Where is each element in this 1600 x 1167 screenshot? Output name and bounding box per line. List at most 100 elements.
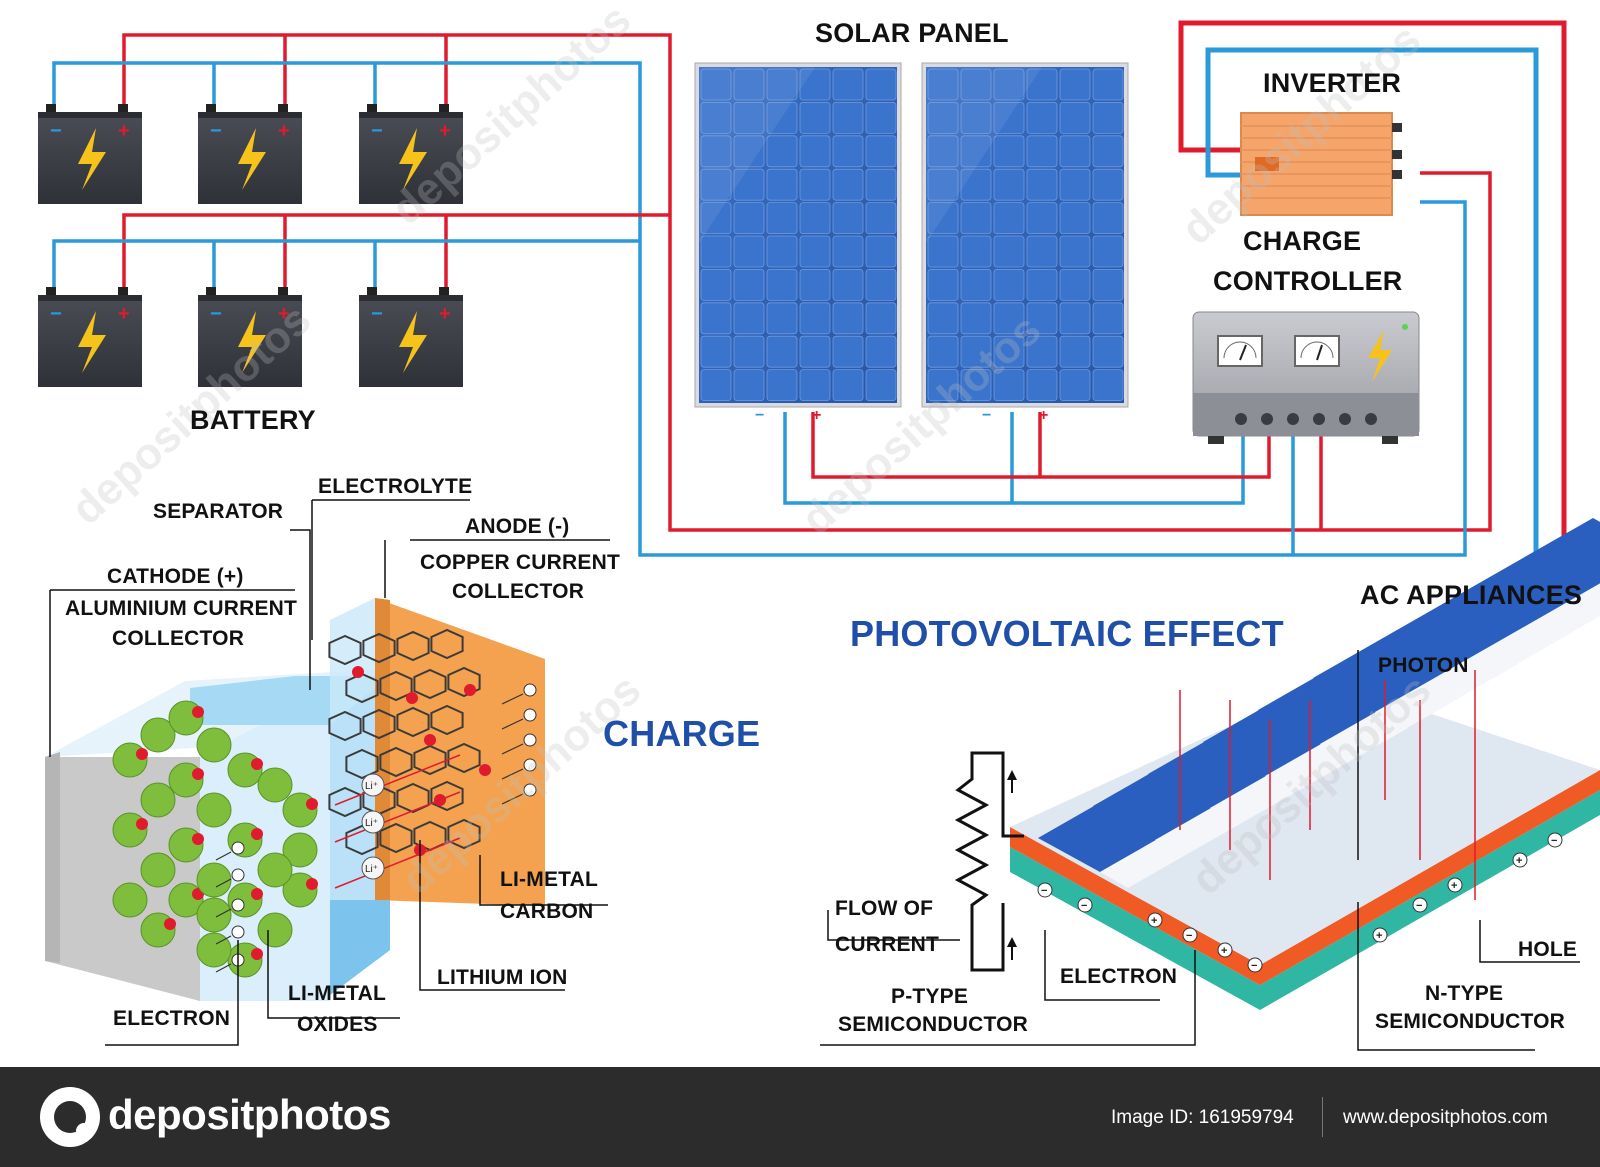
lithium-atom <box>251 888 263 900</box>
cathode-particle <box>196 897 232 933</box>
graphite-ring <box>396 782 430 814</box>
electron-icon <box>523 683 537 697</box>
graphite-ring <box>362 708 396 740</box>
pv-cell: −−+−+−+−++− <box>954 518 1600 1010</box>
wire-blue-top-batteries <box>52 61 1467 557</box>
wiring <box>52 20 1567 570</box>
label-battery: BATTERY <box>190 405 316 435</box>
graphite-ring <box>328 710 362 742</box>
wire-blue-bottom-batteries <box>52 239 640 287</box>
svg-text:−: − <box>982 407 991 424</box>
label-charge-controller-line2: CONTROLLER <box>1213 266 1403 296</box>
electron-arrow <box>215 851 232 861</box>
electron-arrow <box>501 718 524 730</box>
leader-lines <box>49 499 1580 1051</box>
graphite-ring <box>345 748 379 780</box>
electron-icon <box>231 925 245 939</box>
lithium-atom <box>424 734 436 746</box>
label-cathode: CATHODE (+) <box>107 565 244 588</box>
svg-text:+: + <box>1516 855 1522 867</box>
terminal-icon <box>1365 413 1377 425</box>
lithium-atom <box>352 666 364 678</box>
electron-icon <box>231 841 245 855</box>
label-ac-appliances: AC APPLIANCES <box>1360 580 1583 610</box>
terminal-icon <box>1339 413 1351 425</box>
label-copper-line1: COPPER CURRENT <box>420 551 620 574</box>
svg-text:+: + <box>439 303 451 325</box>
lithium-atom <box>479 764 491 776</box>
lithium-atom <box>192 768 204 780</box>
svg-text:Li⁺: Li⁺ <box>365 781 378 792</box>
electron-icon <box>1247 957 1263 973</box>
label-aluminium-line2: COLLECTOR <box>112 627 245 650</box>
svg-text:Li⁺: Li⁺ <box>365 864 378 875</box>
terminal-icon <box>1235 413 1247 425</box>
footer-image-id: Image ID: 161959794 <box>1111 1107 1294 1128</box>
cathode-particle <box>257 912 293 948</box>
svg-text:−: − <box>371 120 383 142</box>
lithium-atom <box>136 818 148 830</box>
svg-text:+: + <box>118 303 130 325</box>
graphite-ring <box>430 704 464 736</box>
graphite-ring <box>379 746 413 778</box>
inverter-unit <box>1240 112 1402 216</box>
label-n-type-line1: N-TYPE <box>1425 982 1504 1005</box>
solar-panel-icon: −+ <box>694 62 902 424</box>
cathode-particle <box>196 862 232 898</box>
footer-brand[interactable]: depositphotos <box>108 1091 391 1138</box>
svg-text:+: + <box>439 120 451 142</box>
hole-icon <box>1372 927 1388 943</box>
electron-arrow <box>215 935 232 945</box>
svg-text:+: + <box>1376 930 1382 942</box>
wire-inverter-blue-ac <box>1205 47 1539 570</box>
hole-icon <box>1147 912 1163 928</box>
electron-icon <box>523 783 537 797</box>
label-li-metal-carbon-line1: LI-METAL <box>500 868 599 891</box>
solar-panel-icon: −+ <box>921 62 1129 424</box>
graphite-ring <box>396 706 430 738</box>
electron-icon <box>231 898 245 912</box>
footer-url[interactable]: www.depositphotos.com <box>1343 1107 1548 1128</box>
lithium-atom <box>251 828 263 840</box>
svg-text:−: − <box>210 303 222 325</box>
label-photon: PHOTON <box>1378 654 1469 677</box>
svg-text:+: + <box>1451 880 1457 892</box>
ion-path <box>334 791 461 843</box>
graphite-ring <box>396 630 430 662</box>
electron-arrow <box>215 878 232 888</box>
battery-icon: −+ <box>198 287 302 387</box>
cathode-particle <box>196 932 232 968</box>
terminal-icon <box>1287 413 1299 425</box>
li-ion-cell: Li⁺ Li⁺ Li⁺ <box>45 598 545 1001</box>
svg-text:−: − <box>1041 885 1047 897</box>
battery-bank: −+−+−+−+−+−+ <box>38 104 463 387</box>
label-inverter: INVERTER <box>1263 68 1402 98</box>
hole-icon <box>1512 852 1528 868</box>
electron-arrow <box>501 743 524 755</box>
cathode-particle <box>257 767 293 803</box>
graphite-ring <box>447 818 481 850</box>
ion-path <box>334 754 461 806</box>
lithium-atom <box>136 748 148 760</box>
electron-icon <box>1037 882 1053 898</box>
electron-icon <box>1077 897 1093 913</box>
lithium-ion-icon <box>361 856 385 880</box>
electron-icon <box>1412 897 1428 913</box>
svg-text:−: − <box>1416 900 1422 912</box>
svg-text:Li⁺: Li⁺ <box>365 818 378 829</box>
svg-text:−: − <box>50 303 62 325</box>
battery-icon: −+ <box>38 287 142 387</box>
wire-red-bottom-batteries <box>122 213 670 287</box>
label-charge: CHARGE <box>603 713 761 754</box>
graphite-ring <box>379 822 413 854</box>
electron-arrow <box>501 793 524 805</box>
lithium-atom <box>251 948 263 960</box>
electron-icon <box>1547 832 1563 848</box>
label-li-metal-carbon-line2: CARBON <box>500 900 594 923</box>
svg-text:+: + <box>278 303 290 325</box>
cathode-particle <box>140 717 176 753</box>
graphite-ring <box>379 670 413 702</box>
graphite-ring <box>413 668 447 700</box>
camera-logo-icon <box>40 1087 100 1147</box>
wire-inverter-red-ac <box>1178 20 1567 570</box>
